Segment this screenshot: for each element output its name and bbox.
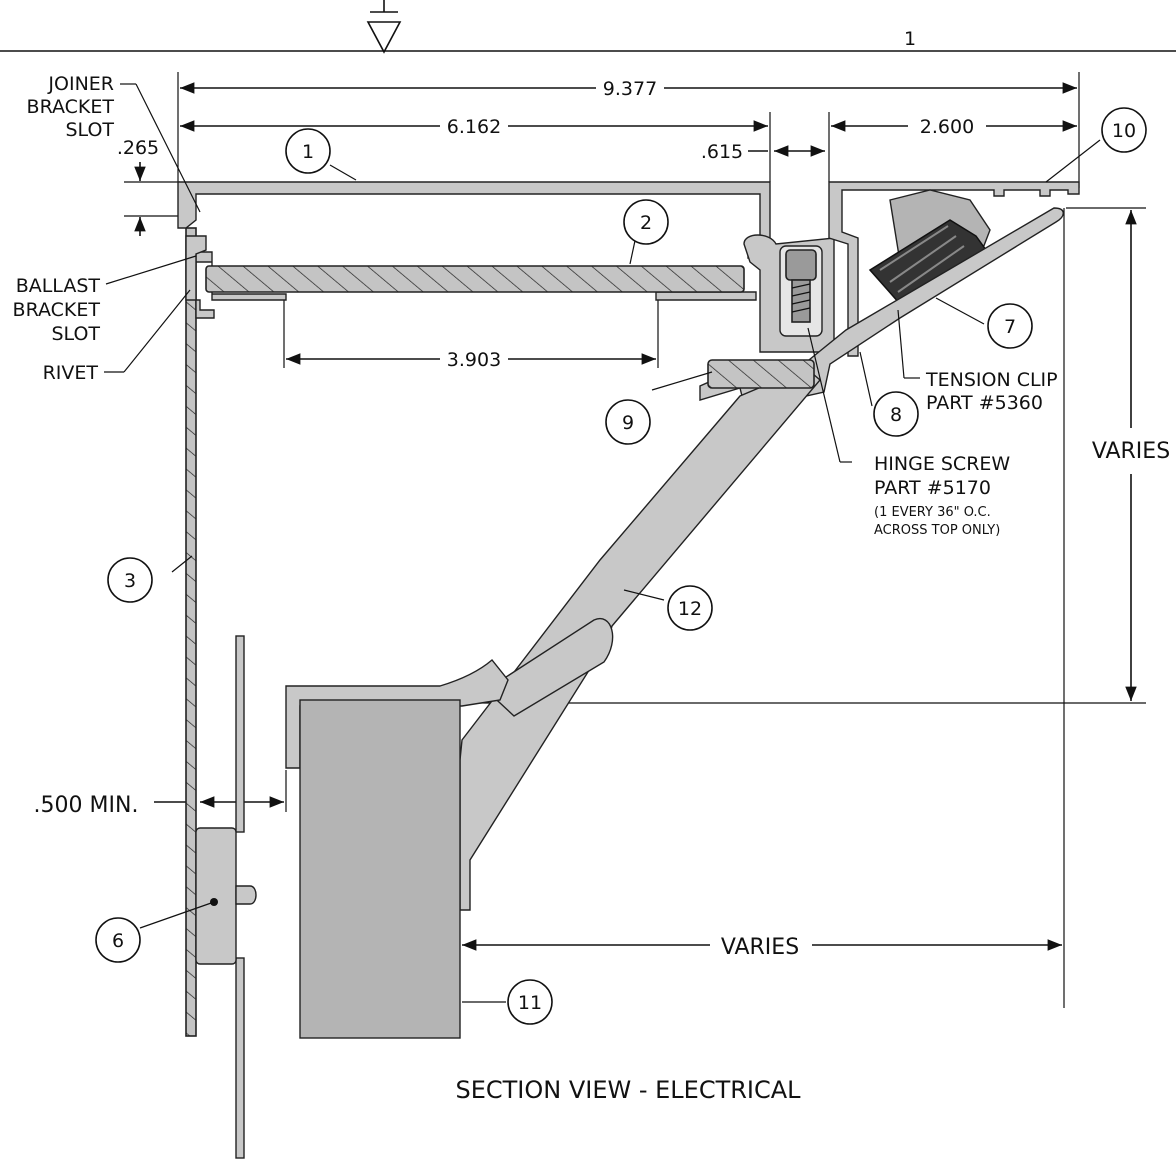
svg-text:11: 11 — [518, 992, 542, 1014]
svg-text:VARIES: VARIES — [721, 935, 799, 960]
dim-gap: .615 — [701, 141, 825, 163]
tension-clip-label: TENSION CLIP PART #5360 — [925, 369, 1058, 414]
driver-box — [299, 699, 461, 1039]
leader-lines — [104, 83, 1101, 1003]
svg-text:3: 3 — [124, 570, 136, 592]
svg-text:PART #5360: PART #5360 — [926, 392, 1043, 414]
svg-text:12: 12 — [678, 598, 702, 620]
svg-text:6: 6 — [112, 930, 124, 952]
drawing-title: SECTION VIEW - ELECTRICAL — [455, 1076, 801, 1104]
callout-bubble-8: 8 — [873, 391, 919, 437]
dim-height-varies: VARIES — [460, 207, 1170, 704]
svg-text:7: 7 — [1004, 316, 1016, 338]
rivet-label: RIVET — [43, 362, 99, 384]
callout-bubble-2: 2 — [623, 199, 669, 245]
svg-text:SLOT: SLOT — [51, 323, 100, 345]
callout-bubble-10: 10 — [1101, 107, 1147, 153]
svg-text:2.600: 2.600 — [920, 116, 974, 138]
tension-clip — [868, 189, 991, 305]
dim-overall-width: 9.377 — [180, 78, 1077, 100]
svg-text:.265: .265 — [117, 137, 159, 159]
svg-text:SLOT: SLOT — [65, 119, 114, 141]
callout-bubble-1: 1 — [285, 128, 331, 174]
callout-bubble-7: 7 — [987, 303, 1033, 349]
callout-bubble-12: 12 — [667, 585, 713, 631]
svg-text:TENSION CLIP: TENSION CLIP — [925, 369, 1058, 391]
hinge-screw — [785, 249, 817, 323]
dim-right-width: 2.600 — [831, 116, 1077, 138]
svg-text:10: 10 — [1112, 120, 1136, 142]
svg-text:6.162: 6.162 — [447, 116, 501, 138]
wall-bracket — [195, 635, 257, 1159]
svg-text:HINGE SCREW: HINGE SCREW — [874, 453, 1010, 475]
joiner-bracket-slot-label: JOINER BRACKET SLOT — [27, 73, 115, 141]
svg-text:BALLAST: BALLAST — [16, 275, 101, 297]
svg-text:8: 8 — [890, 404, 902, 426]
dim-left-width: 6.162 — [180, 116, 768, 138]
housing-insert — [205, 265, 745, 293]
svg-text:2: 2 — [640, 212, 652, 234]
svg-text:3.903: 3.903 — [447, 349, 501, 371]
svg-text:9: 9 — [622, 412, 634, 434]
svg-text:(1 EVERY 36" O.C.: (1 EVERY 36" O.C. — [874, 505, 991, 520]
svg-text:BRACKET: BRACKET — [13, 299, 101, 321]
hinge-screw-label: HINGE SCREW PART #5170 (1 EVERY 36" O.C.… — [874, 453, 1010, 538]
hinge-pad — [707, 359, 815, 389]
callout-bubble-9: 9 — [605, 399, 651, 445]
dim-depth-varies: VARIES — [462, 208, 1065, 1008]
svg-text:VARIES: VARIES — [1092, 439, 1170, 464]
svg-text:.615: .615 — [701, 141, 743, 163]
callout-bubble-6: 6 — [95, 917, 141, 963]
dim-clearance-min: .500 MIN. — [34, 770, 287, 818]
top-housing-extrusion — [177, 181, 771, 319]
svg-text:JOINER: JOINER — [47, 73, 114, 95]
callout-bubble-3: 3 — [107, 557, 153, 603]
door-frame-arm — [285, 207, 1064, 911]
svg-text:BRACKET: BRACKET — [27, 96, 115, 118]
svg-text:1: 1 — [302, 141, 314, 163]
section-marker-icon — [366, 0, 402, 54]
svg-text:9.377: 9.377 — [603, 78, 657, 100]
callout-bubble-11: 11 — [507, 979, 553, 1025]
ballast-bracket-slot-label: BALLAST BRACKET SLOT — [13, 275, 101, 345]
svg-text:.500 MIN.: .500 MIN. — [34, 793, 139, 818]
vertical-panel — [185, 227, 197, 1037]
sheet-ref: 1 — [904, 28, 916, 50]
dim-bracket-slot-height: .265 — [117, 137, 196, 236]
svg-text:PART #5170: PART #5170 — [874, 477, 991, 499]
dim-inner-span: 3.903 — [283, 300, 659, 371]
svg-text:ACROSS TOP ONLY): ACROSS TOP ONLY) — [874, 523, 1000, 538]
